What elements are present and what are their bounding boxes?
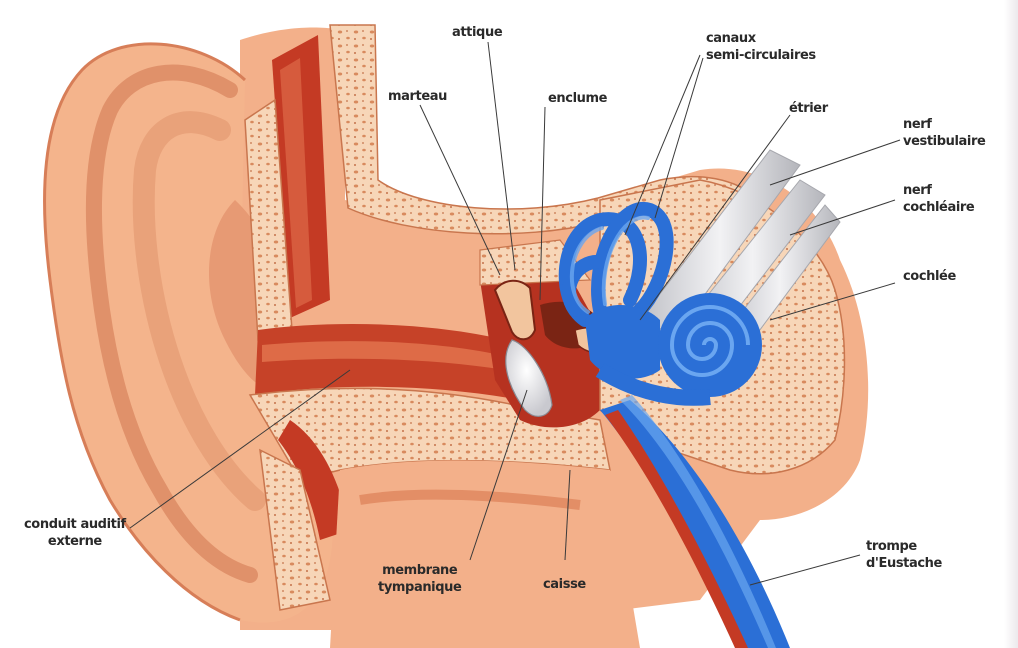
cartilage-lower [259, 448, 331, 611]
label-attique-text: attique [452, 25, 503, 40]
label-nerf-cochleaire-line1: nerf [903, 183, 932, 198]
label-etrier-text: étrier [789, 101, 828, 116]
tympanic-membrane [505, 339, 553, 417]
label-marteau: marteau [388, 88, 447, 105]
label-membrane-tympanique: membrane tympanique [378, 562, 462, 596]
pinna [44, 43, 333, 623]
label-attique: attique [452, 24, 503, 41]
label-nerf-vestibulaire-line1: nerf [903, 117, 932, 132]
label-conduit-auditif: conduit auditif externe [24, 516, 126, 550]
label-cochlee: cochlée [903, 268, 956, 285]
lower-skin [330, 460, 640, 648]
label-membrane-line1: membrane [382, 563, 458, 578]
vestibule [585, 305, 660, 379]
label-caisse: caisse [543, 576, 586, 593]
page-edge [1004, 0, 1018, 648]
label-cochlee-text: cochlée [903, 269, 956, 284]
label-canaux-line1: canaux [706, 31, 756, 46]
label-trompe-line1: trompe [866, 539, 917, 554]
pinna-fold [85, 64, 258, 583]
label-marteau-text: marteau [388, 89, 447, 104]
muscle-band-lower [278, 420, 350, 540]
label-trompe-eustache: trompe d'Eustache [866, 538, 942, 572]
pinna-inner-shadow [132, 111, 266, 511]
label-enclume-text: enclume [548, 91, 608, 106]
label-nerf-cochleaire-line2: cochléaire [903, 200, 975, 215]
pinna-rim [43, 42, 247, 622]
label-conduit-line1: conduit auditif [24, 517, 126, 532]
label-etrier: étrier [789, 100, 828, 117]
label-canaux: canaux semi-circulaires [706, 30, 816, 64]
label-trompe-line2: d'Eustache [866, 556, 942, 571]
label-nerf-cochleaire: nerf cochléaire [903, 182, 975, 216]
label-caisse-text: caisse [543, 577, 586, 592]
leader-lines [129, 41, 901, 586]
label-canaux-line2: semi-circulaires [706, 48, 816, 63]
label-nerf-vestibulaire: nerf vestibulaire [903, 116, 986, 150]
label-nerf-vestibulaire-line2: vestibulaire [903, 134, 986, 149]
label-conduit-line2: externe [47, 534, 102, 549]
malleus [493, 279, 537, 341]
label-membrane-line2: tympanique [378, 580, 462, 595]
label-enclume: enclume [548, 90, 607, 107]
